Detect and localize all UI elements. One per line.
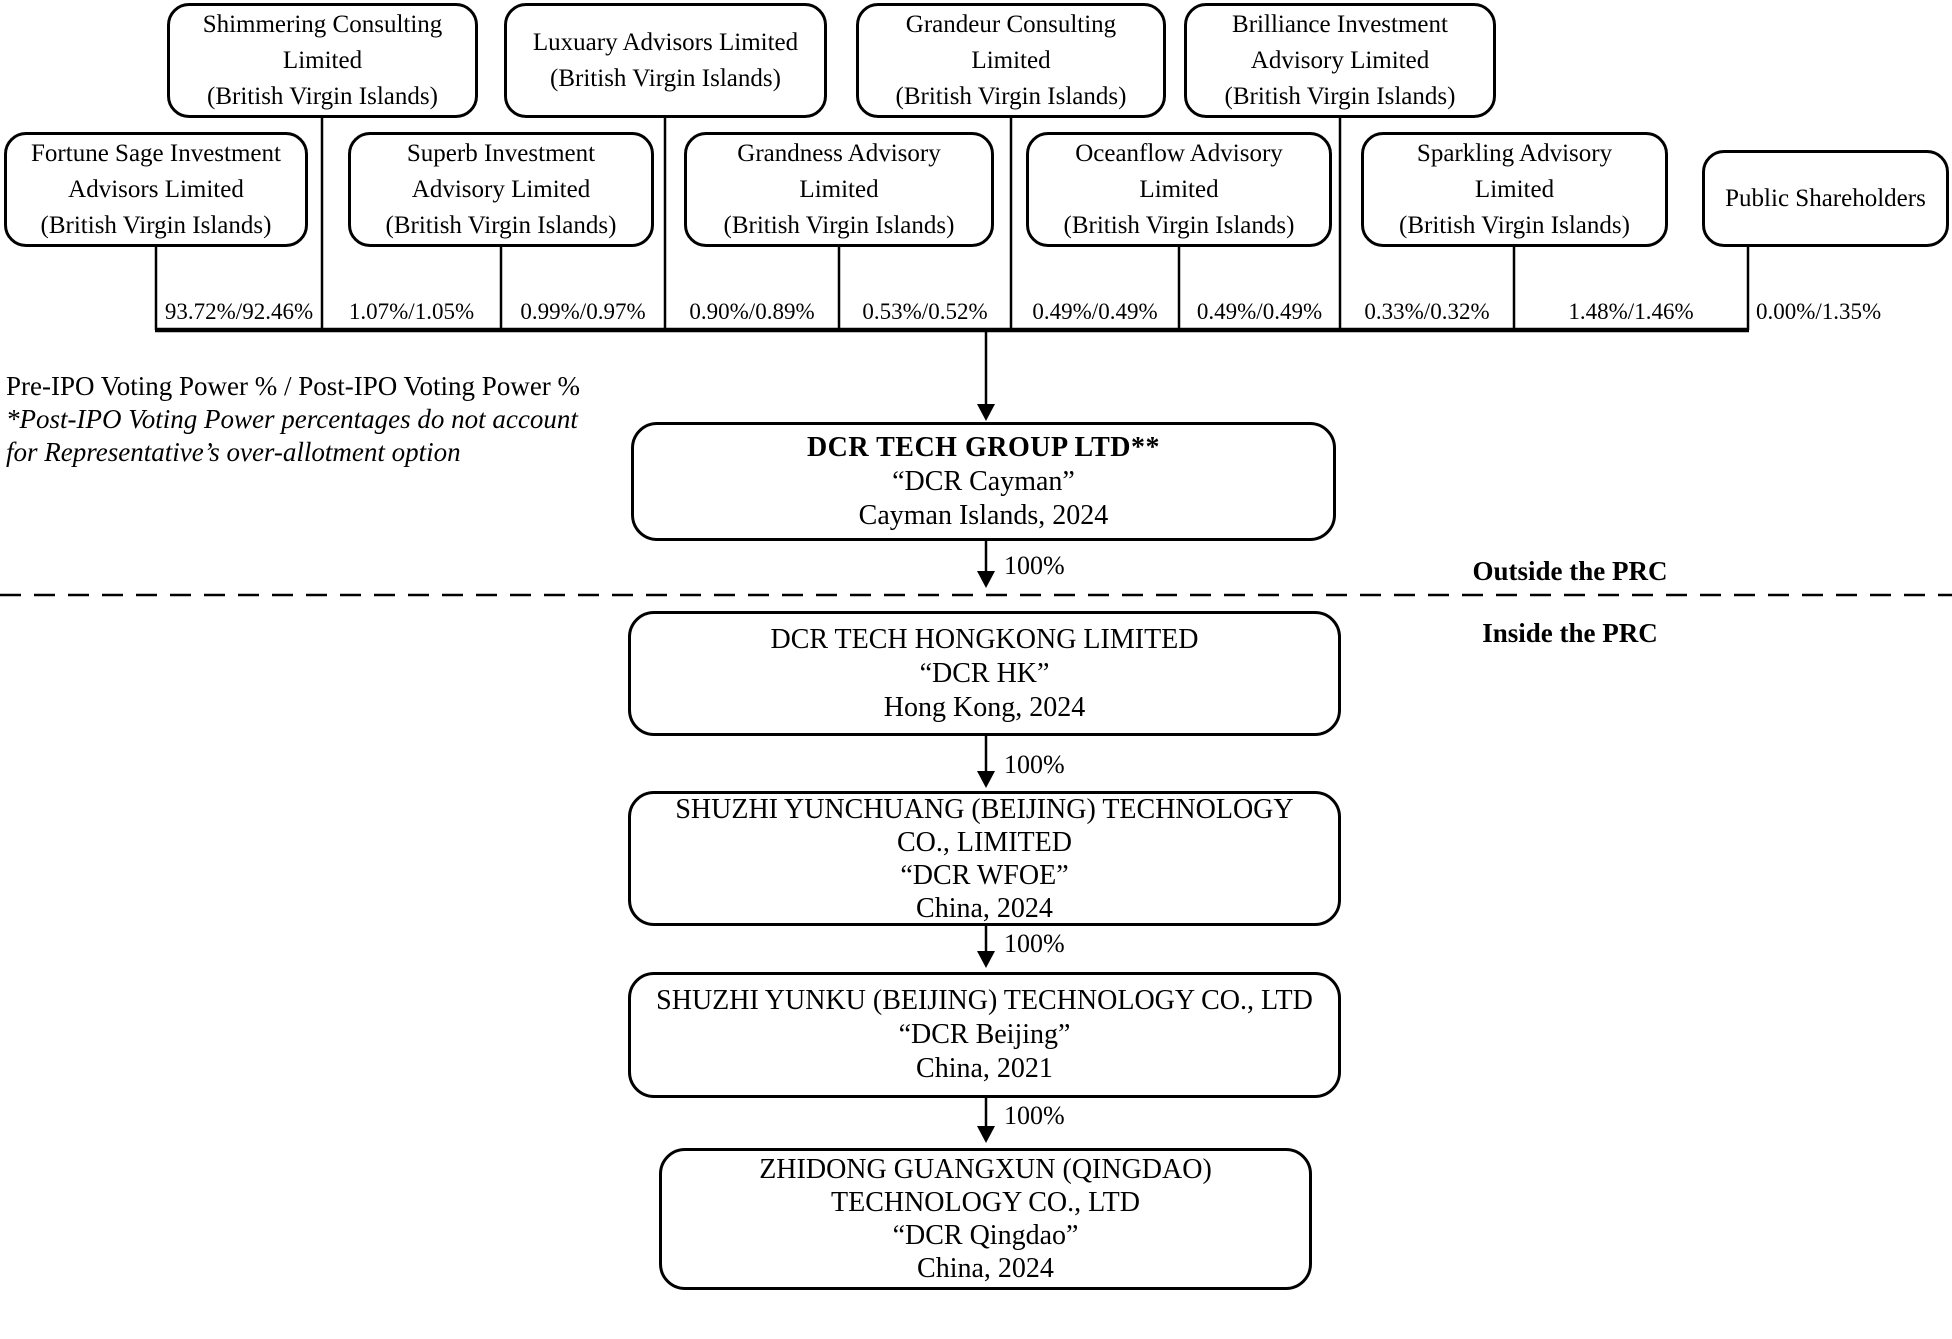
entity-box-shimmering-consulting: Shimmering Consulting Limited (British V… — [167, 3, 478, 118]
label-inside-prc: Inside the PRC — [1482, 618, 1658, 648]
voting-power-brilliance: 0.33%/0.32% — [1364, 299, 1490, 324]
entity-box-dcr-cayman: DCR TECH GROUP LTD** “DCR Cayman” Cayman… — [631, 422, 1336, 541]
entity-jurisdiction: (British Virgin Islands) — [40, 211, 272, 239]
entity-box-public-shareholders: Public Shareholders — [1702, 150, 1949, 247]
entity-box-dcr-wfoe: SHUZHI YUNCHUANG (BEIJING) TECHNOLOGY CO… — [628, 791, 1341, 926]
entity-name-line: Fortune Sage Investment — [31, 139, 281, 167]
entity-name-line: TECHNOLOGY CO., LTD — [830, 1187, 1141, 1218]
entity-jurisdiction: (British Virgin Islands) — [1224, 82, 1456, 110]
entity-name-line: Advisors Limited — [68, 175, 244, 203]
entity-box-grandness-advisory: Grandness Advisory Limited (British Virg… — [684, 132, 994, 247]
entity-jurisdiction: (British Virgin Islands) — [207, 82, 438, 110]
entity-jurisdiction: (British Virgin Islands) — [550, 64, 781, 92]
voting-power-sparkling: 1.48%/1.46% — [1568, 299, 1694, 324]
entity-name-line: Luxuary Advisors Limited — [532, 28, 799, 56]
label-outside-prc: Outside the PRC — [1472, 556, 1668, 586]
entity-name-line: SHUZHI YUNCHUANG (BEIJING) TECHNOLOGY — [675, 793, 1294, 825]
entity-name-line: CO., LIMITED — [897, 826, 1072, 858]
entity-name-line: Public Shareholders — [1725, 184, 1926, 212]
entity-name-line: Advisory Limited — [411, 175, 591, 203]
entity-name-line: DCR TECH GROUP LTD** — [806, 431, 1161, 463]
entity-box-oceanflow-advisory: Oceanflow Advisory Limited (British Virg… — [1026, 132, 1332, 247]
ownership-label-hk-wfoe: 100% — [1004, 750, 1065, 779]
entity-alias: “DCR Qingdao” — [892, 1220, 1079, 1251]
entity-name-line: Shimmering Consulting — [202, 10, 443, 38]
entity-box-dcr-beijing: SHUZHI YUNKU (BEIJING) TECHNOLOGY CO., L… — [628, 972, 1341, 1098]
voting-power-grandness: 0.53%/0.52% — [862, 299, 988, 324]
entity-box-superb-investment: Superb Investment Advisory Limited (Brit… — [348, 132, 654, 247]
entity-name-line: Limited — [1474, 175, 1555, 203]
entity-name-line: Limited — [799, 175, 879, 203]
ownership-label-beijing-qingdao: 100% — [1004, 1101, 1065, 1130]
entity-origin: China, 2024 — [917, 1253, 1054, 1284]
voting-power-shimmering: 1.07%/1.05% — [348, 299, 475, 324]
voting-power-luxuary: 0.90%/0.89% — [689, 299, 815, 324]
note-line-1: Pre-IPO Voting Power % / Post-IPO Voting… — [6, 371, 581, 401]
entity-name-line: DCR TECH HONGKONG LIMITED — [770, 623, 1199, 655]
entity-box-dcr-hk: DCR TECH HONGKONG LIMITED “DCR HK” Hong … — [628, 611, 1341, 736]
entity-box-brilliance-investment: Brilliance Investment Advisory Limited (… — [1184, 3, 1496, 118]
entity-name-line: Limited — [282, 46, 363, 74]
ownership-label-cayman-hk: 100% — [1004, 551, 1065, 580]
voting-power-grandeur: 0.49%/0.49% — [1032, 299, 1158, 324]
entity-jurisdiction: (British Virgin Islands) — [1399, 211, 1630, 239]
voting-power-superb: 0.99%/0.97% — [520, 299, 646, 324]
entity-box-grandeur-consulting: Grandeur Consulting Limited (British Vir… — [856, 3, 1166, 118]
entity-origin: Cayman Islands, 2024 — [858, 499, 1109, 531]
entity-alias: “DCR HK” — [919, 657, 1050, 689]
entity-jurisdiction: (British Virgin Islands) — [1063, 211, 1295, 239]
entity-name-line: Grandeur Consulting — [905, 10, 1117, 38]
voting-power-note: Pre-IPO Voting Power % / Post-IPO Voting… — [6, 370, 646, 469]
entity-box-luxuary-advisors: Luxuary Advisors Limited (British Virgin… — [504, 3, 827, 118]
ownership-label-wfoe-beijing: 100% — [1004, 929, 1065, 958]
entity-name-line: Sparkling Advisory — [1416, 139, 1613, 167]
note-line-2: *Post-IPO Voting Power percentages do no… — [6, 404, 578, 434]
voting-power-public: 0.00%/1.35% — [1756, 299, 1882, 324]
entity-name-line: SHUZHI YUNKU (BEIJING) TECHNOLOGY CO., L… — [656, 985, 1313, 1016]
voting-power-oceanflow: 0.49%/0.49% — [1196, 299, 1323, 324]
entity-alias: “DCR Beijing” — [898, 1019, 1071, 1050]
entity-box-fortune-sage: Fortune Sage Investment Advisors Limited… — [4, 132, 308, 247]
entity-origin: China, 2024 — [916, 892, 1053, 924]
note-line-3: for Representative’s over-allotment opti… — [6, 437, 461, 467]
entity-alias: “DCR Cayman” — [892, 465, 1075, 497]
entity-jurisdiction: (British Virgin Islands) — [723, 211, 955, 239]
entity-name-line: ZHIDONG GUANGXUN (QINGDAO) — [759, 1154, 1212, 1185]
voting-power-fortune: 93.72%/92.46% — [164, 299, 314, 324]
entity-jurisdiction: (British Virgin Islands) — [385, 211, 617, 239]
entity-name-line: Limited — [971, 46, 1051, 74]
entity-name-line: Limited — [1139, 175, 1219, 203]
entity-jurisdiction: (British Virgin Islands) — [895, 82, 1127, 110]
entity-box-dcr-qingdao: ZHIDONG GUANGXUN (QINGDAO) TECHNOLOGY CO… — [659, 1148, 1312, 1290]
entity-name-line: Advisory Limited — [1250, 46, 1430, 74]
entity-name-line: Oceanflow Advisory — [1075, 139, 1283, 167]
entity-origin: China, 2021 — [916, 1053, 1053, 1084]
entity-origin: Hong Kong, 2024 — [883, 691, 1086, 723]
entity-name-line: Superb Investment — [406, 139, 596, 167]
entity-name-line: Grandness Advisory — [737, 139, 941, 167]
entity-box-sparkling-advisory: Sparkling Advisory Limited (British Virg… — [1361, 132, 1668, 247]
entity-alias: “DCR WFOE” — [900, 859, 1069, 891]
entity-name-line: Brilliance Investment — [1232, 10, 1448, 38]
